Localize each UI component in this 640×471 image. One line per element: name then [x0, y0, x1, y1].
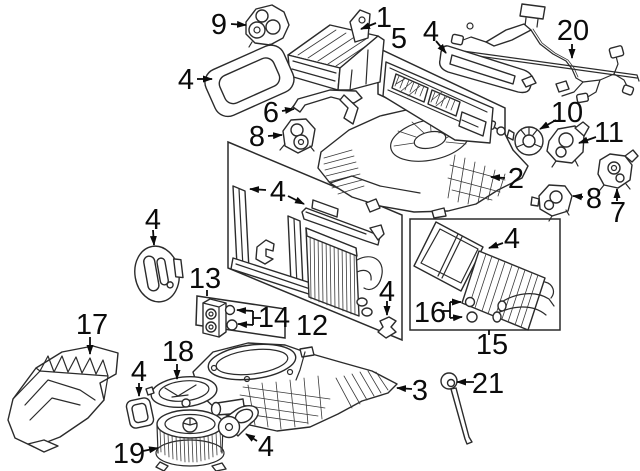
callout-4-4: 4 — [423, 16, 447, 54]
part-number-label: 10 — [551, 97, 583, 129]
part-number-label: 8 — [249, 121, 265, 153]
callout-4-3: 4 — [178, 64, 213, 96]
part-17-case-half — [7, 345, 119, 453]
part-number-label: 4 — [131, 356, 147, 388]
callout-1-0: 1 — [360, 2, 392, 34]
callout-10-8: 10 — [539, 97, 583, 130]
callout-8-7: 8 — [249, 121, 283, 153]
part-8-actuator-right — [530, 184, 573, 222]
part-12-evaporator-core — [305, 227, 383, 317]
callout-16-20: 16 — [414, 297, 463, 329]
part-4-blower-seal — [125, 397, 155, 429]
part-11-actuator — [546, 121, 590, 168]
callout-8-11: 8 — [572, 183, 602, 215]
part-number-label: 13 — [189, 263, 221, 295]
part-16-o-rings — [464, 296, 478, 323]
callout-11-9: 11 — [578, 117, 624, 149]
part-13-expansion-valve — [202, 298, 227, 338]
part-3-lower-case — [192, 342, 398, 432]
callout-12-17: 12 — [296, 310, 328, 342]
callout-7-12: 7 — [610, 188, 626, 229]
callout-4-24: 4 — [131, 356, 147, 397]
part-21-service-tool — [440, 372, 473, 445]
part-4-oval-grommet — [134, 245, 184, 303]
part-9-actuator — [245, 4, 290, 49]
part-4-cabin-filter — [413, 221, 484, 292]
part-4-grille-seal — [438, 45, 640, 94]
part-number-label: 4 — [423, 16, 439, 48]
callout-4-19: 4 — [488, 223, 520, 255]
part-number-label: 3 — [412, 375, 428, 407]
part-number-label: 4 — [178, 64, 194, 96]
callout-13-15: 13 — [189, 263, 221, 296]
part-4-top-seal-bar — [301, 199, 385, 246]
part-number-label: 7 — [610, 197, 626, 229]
callout-4-26: 4 — [245, 431, 274, 463]
callout-5-1: 5 — [391, 23, 407, 55]
part-number-label: 2 — [508, 163, 524, 195]
part-number-label: 4 — [379, 276, 395, 308]
callout-21-28: 21 — [456, 368, 504, 400]
part-number-label: 9 — [211, 9, 227, 41]
part-2-upper-case — [317, 107, 529, 219]
part-number-label: 20 — [557, 15, 589, 47]
callout-19-25: 19 — [113, 438, 159, 470]
part-number-label: 15 — [476, 329, 508, 361]
part-4-foam-cylinder — [217, 405, 259, 439]
part-number-label: 11 — [594, 117, 624, 149]
callout-15-21: 15 — [476, 329, 508, 361]
part-number-label: 4 — [504, 223, 520, 255]
part-number-label: 21 — [472, 368, 504, 400]
callout-17-22: 17 — [76, 309, 108, 355]
callout-14-16: 14 — [236, 302, 290, 334]
part-number-label: 4 — [270, 176, 286, 208]
kit-box-13 — [195, 295, 286, 339]
part-number-label: 4 — [145, 204, 161, 236]
part-number-label: 18 — [162, 336, 194, 368]
part-7-actuator — [597, 149, 639, 191]
part-5-mode-valve-panel — [382, 61, 494, 144]
callout-18-23: 18 — [162, 336, 194, 380]
callout-20-5: 20 — [557, 15, 589, 59]
callout-2-10: 2 — [490, 163, 524, 195]
part-1-air-inlet-housing — [287, 9, 385, 91]
part-8-actuator-left — [279, 118, 316, 154]
part-4-inlet-seal — [204, 44, 295, 118]
callout-9-2: 9 — [211, 9, 247, 41]
part-4-lower-bracket — [377, 316, 397, 339]
part-19-blower-motor — [155, 409, 227, 471]
part-number-label: 14 — [258, 302, 290, 334]
callout-4-18: 4 — [379, 276, 395, 316]
part-15-evaporator — [461, 250, 555, 331]
part-number-label: 16 — [414, 297, 446, 329]
kit-box-15 — [409, 218, 561, 331]
part-number-label: 5 — [391, 23, 407, 55]
part-number-label: 4 — [258, 431, 274, 463]
callout-4-14: 4 — [145, 204, 161, 246]
part-20-wiring-harness — [450, 3, 635, 104]
part-10-motor — [506, 126, 544, 156]
callout-6-6: 6 — [263, 97, 295, 129]
part-18-blower-cover — [145, 375, 218, 409]
part-number-label: 1 — [376, 2, 392, 34]
part-number-label: 17 — [76, 309, 108, 341]
part-number-label: 8 — [586, 183, 602, 215]
callout-4-13: 4 — [249, 176, 305, 208]
part-number-label: 12 — [296, 310, 328, 342]
part-mid-bracket — [255, 239, 275, 265]
callout-3-27: 3 — [396, 375, 428, 407]
part-14-o-rings — [224, 304, 238, 331]
part-number-label: 6 — [263, 97, 279, 129]
part-number-label: 19 — [113, 438, 145, 470]
